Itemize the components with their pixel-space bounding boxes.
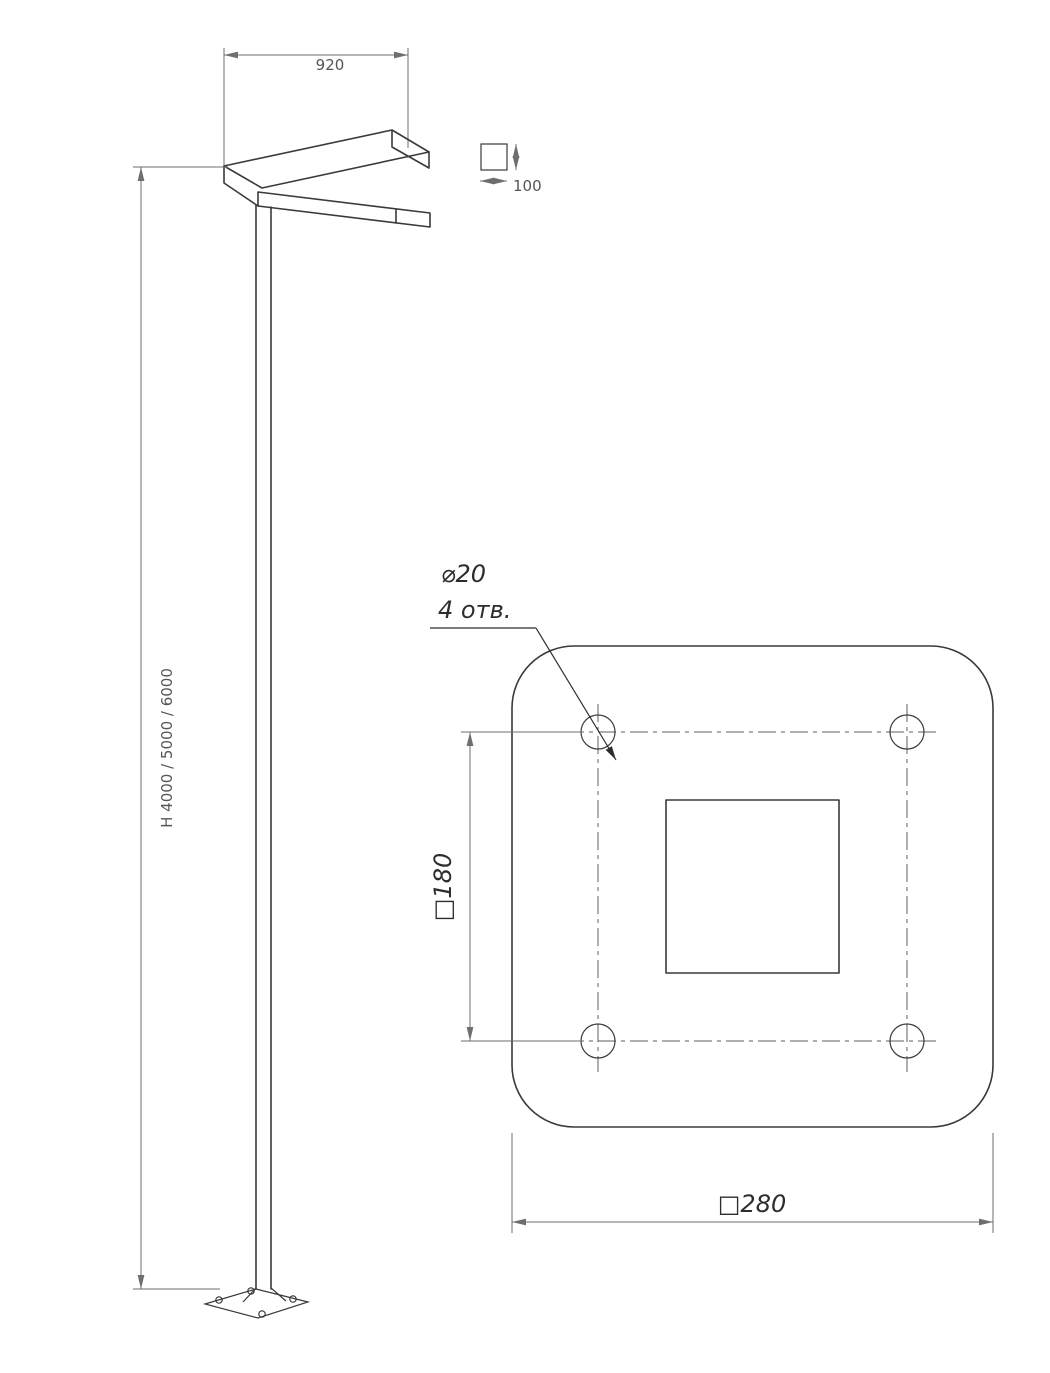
base-plate-outline [511, 645, 994, 1128]
arm-pole-junction [223, 165, 259, 207]
bolt-spacing-label: □180 [429, 853, 457, 921]
pole-elevation-view: 920 100 H 4000 / 5000 / 6000 [133, 48, 542, 1319]
base-plate-plan-view: ⌀20 4 отв. □180 □280 [429, 560, 994, 1233]
anchor-bolt [247, 1287, 255, 1295]
arm-end-cap [391, 130, 430, 169]
anchor-bolt [215, 1296, 223, 1304]
bracket-arm [223, 129, 431, 228]
tube-section-label: 100 [513, 177, 542, 195]
plate-width-label: □280 [718, 1190, 786, 1218]
hole-count-label: 4 отв. [438, 596, 511, 624]
arm-section-symbol: 100 [480, 143, 542, 195]
anchor-bolt [258, 1310, 266, 1318]
anchor-bolt [289, 1295, 297, 1303]
arm-length-label: 920 [316, 56, 345, 74]
leader-arrow-line [535, 627, 617, 761]
base-brace-lines [242, 1287, 287, 1303]
pole-height-label: H 4000 / 5000 / 6000 [158, 668, 176, 828]
dimension-pole-height: H 4000 / 5000 / 6000 [133, 166, 228, 1290]
dimension-bolt-spacing: □180 [429, 731, 582, 1042]
hole-centerlines [566, 704, 940, 1072]
pole-section-square [665, 799, 840, 974]
hole-callout: ⌀20 4 отв. [430, 560, 617, 761]
mounting-hole [889, 1023, 925, 1059]
mounting-holes [580, 714, 925, 1059]
arm-lower-tube [257, 191, 431, 228]
dimension-plate-width: □280 [511, 1133, 994, 1233]
section-square [480, 143, 508, 171]
hole-diameter-label: ⌀20 [441, 560, 486, 588]
pole-shaft [255, 204, 272, 1290]
base-flange [202, 1288, 311, 1319]
arm-top-face [223, 129, 430, 189]
anchor-base [202, 1287, 311, 1319]
dimension-arm-length: 920 [223, 48, 409, 166]
mounting-hole [889, 714, 925, 750]
